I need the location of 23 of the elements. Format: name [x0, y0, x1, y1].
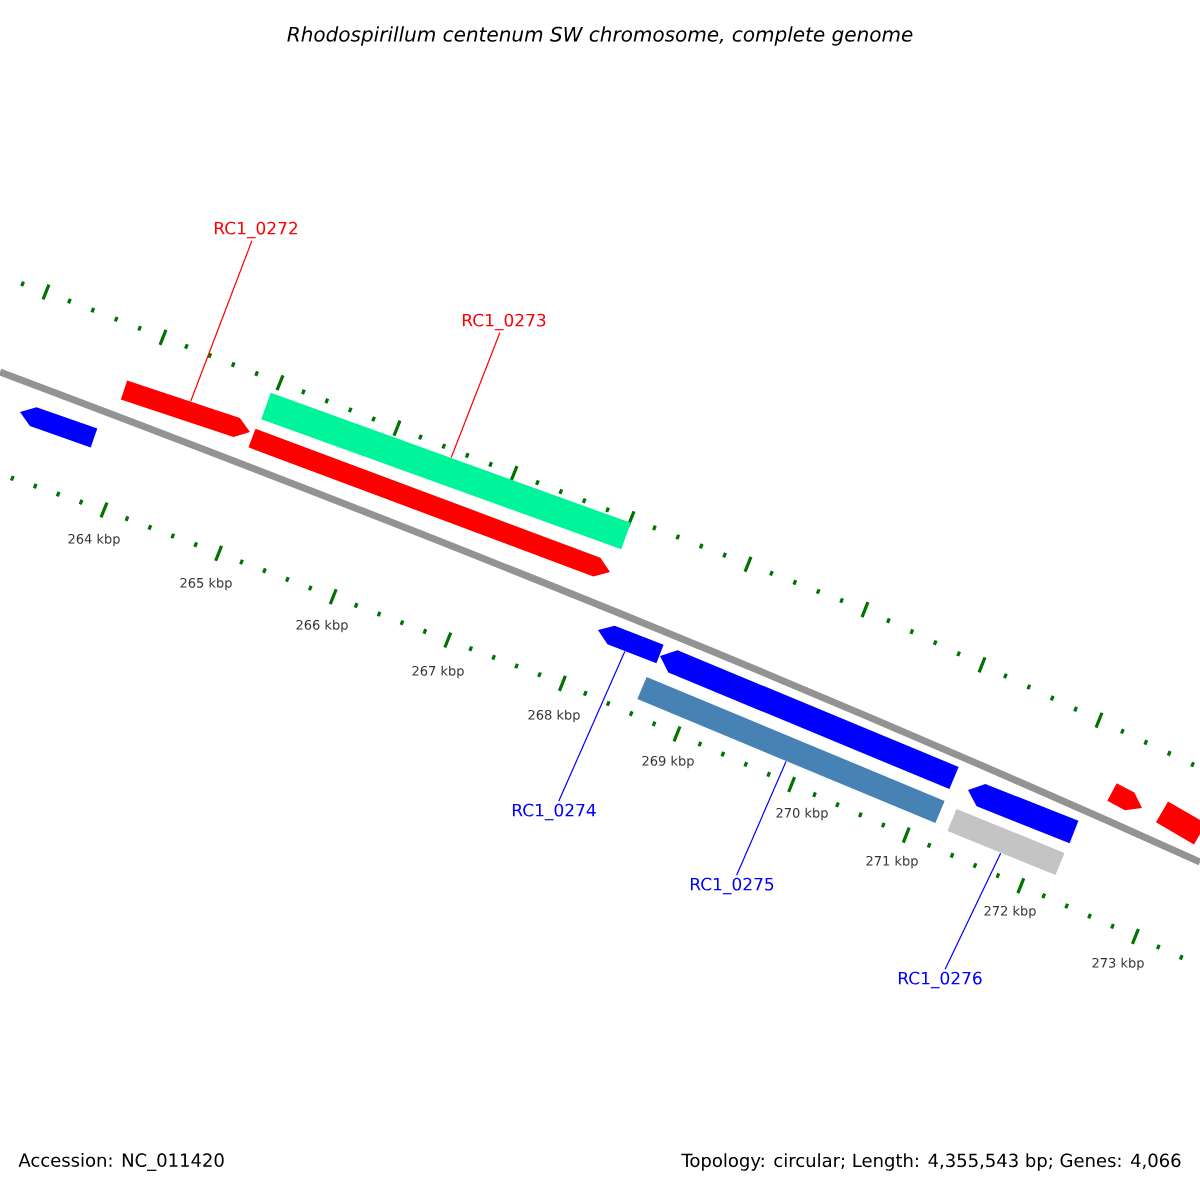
title: Rhodospirillum centenum SW chromosome, complete genome [287, 26, 913, 46]
gene-label: RC1_0274 [512, 803, 596, 821]
gene-feature [120, 380, 250, 438]
leader-line [450, 332, 501, 459]
gene-feature [1107, 783, 1142, 811]
gene-feature [598, 625, 664, 664]
gene-feature [637, 676, 945, 824]
gene-label: RC1_0272 [214, 221, 297, 239]
gene-feature [248, 428, 610, 577]
gene-feature [1156, 801, 1200, 845]
gene-feature [261, 392, 631, 550]
gene-label: RC1_0273 [462, 313, 546, 331]
leader-line [190, 240, 253, 402]
gene-feature [20, 407, 98, 448]
leader-line [944, 852, 1002, 970]
accession-text: Accession: NC_011420 [18, 1153, 224, 1171]
leader-line [736, 760, 787, 876]
gene-feature [947, 808, 1065, 876]
gene-feature [968, 784, 1079, 844]
leader-line [558, 650, 626, 802]
gene-label: RC1_0275 [690, 877, 774, 895]
genome-info-text: Topology: circular; Length: 4,355,543 bp; Genes: 4,066 [681, 1153, 1181, 1171]
gene-label: RC1_0276 [898, 971, 982, 989]
